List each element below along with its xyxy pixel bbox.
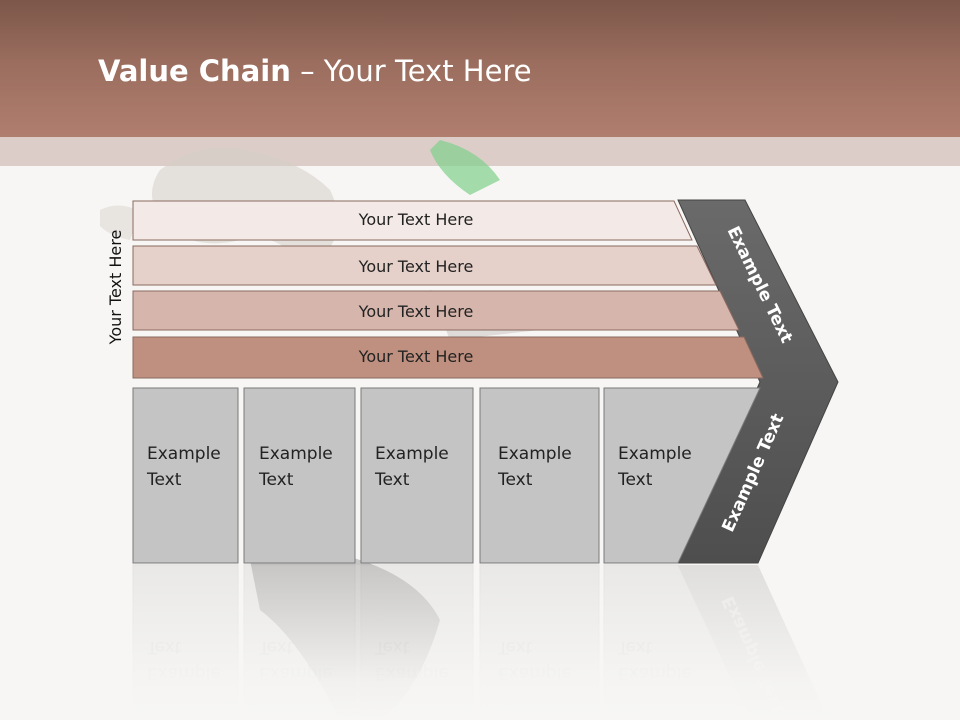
bar-1-label: Your Text Here	[358, 210, 474, 229]
svg-text:Example: Example	[618, 663, 692, 683]
side-label: Your Text Here	[106, 229, 125, 345]
primary-boxes: Example Text Example Text Example Text E…	[132, 387, 761, 564]
box-1[interactable]	[132, 387, 239, 564]
box-5-line2: Text	[617, 470, 653, 490]
box-1-line2: Text	[146, 470, 182, 490]
svg-text:Example: Example	[147, 663, 221, 683]
box-2-line2: Text	[258, 470, 294, 490]
header-band	[0, 0, 960, 137]
chevron-arrow	[677, 199, 839, 564]
box-4-line2: Text	[497, 470, 533, 490]
box-3-line2: Text	[374, 470, 410, 490]
bar-4[interactable]	[132, 336, 764, 379]
support-bars: Your Text Here Your Text Here Your Text …	[132, 200, 764, 379]
box-1-line1: Example	[147, 444, 221, 464]
box-3[interactable]	[360, 387, 474, 564]
box-3-line1: Example	[375, 444, 449, 464]
svg-text:Example: Example	[375, 663, 449, 683]
bar-2-label: Your Text Here	[358, 257, 474, 276]
svg-text:Text: Text	[258, 637, 294, 657]
bar-3[interactable]	[132, 290, 740, 331]
svg-text:Text: Text	[497, 637, 533, 657]
slide-title: Value Chain – Your Text Here	[98, 54, 532, 88]
reflection: Example Text Example Text Example Text E…	[132, 564, 829, 720]
svg-text:Example: Example	[498, 663, 572, 683]
box-4[interactable]	[479, 387, 600, 564]
box-2-line1: Example	[259, 444, 333, 464]
bar-1[interactable]	[132, 200, 693, 241]
box-5[interactable]	[603, 387, 761, 564]
title-rest: – Your Text Here	[290, 54, 532, 88]
svg-text:Text: Text	[617, 637, 653, 657]
bar-2[interactable]	[132, 245, 717, 286]
box-4-line1: Example	[498, 444, 572, 464]
box-2[interactable]	[243, 387, 356, 564]
svg-text:Example: Example	[259, 663, 333, 683]
bar-3-label: Your Text Here	[358, 302, 474, 321]
bar-4-label: Your Text Here	[358, 347, 474, 366]
title-bold: Value Chain	[98, 54, 291, 88]
box-5-line1: Example	[618, 444, 692, 464]
svg-text:Text: Text	[146, 637, 182, 657]
svg-text:Text: Text	[374, 637, 410, 657]
